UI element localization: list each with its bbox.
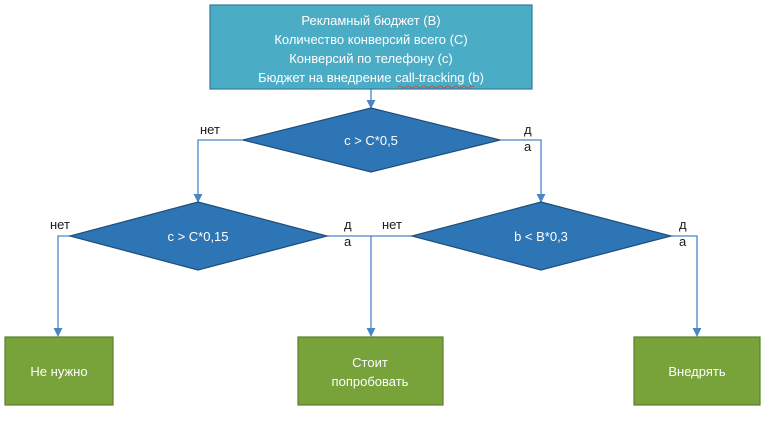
- decision-left-shape: [67, 201, 330, 271]
- decision-right-shape: [409, 201, 674, 271]
- result-not-needed-shape: [4, 336, 114, 406]
- result-not-needed: Не нужно: [4, 336, 114, 406]
- result-worth-trying-line2: попробовать: [332, 374, 409, 389]
- connector-left-yes: [327, 235, 376, 337]
- top-no-label: нет: [200, 122, 220, 137]
- spellcheck-underline: [397, 85, 475, 89]
- input-line-total-conversions: Количество конверсий всего (С): [274, 32, 467, 47]
- result-worth-trying-line1: Стоит: [352, 355, 388, 370]
- top-yes-label-line1: д: [524, 122, 532, 137]
- decision-top-shape: [242, 107, 501, 173]
- input-box-shape: [209, 4, 533, 90]
- input-line-phone-conversions: Конверсий по телефону (с): [289, 51, 453, 66]
- decision-right-condition: b < B*0,3: [514, 229, 568, 244]
- right-no-label: нет: [382, 217, 402, 232]
- result-implement: Внедрять: [633, 336, 761, 406]
- result-worth-trying: Стоит попробовать: [297, 336, 444, 406]
- result-implement-text: Внедрять: [668, 364, 725, 379]
- left-yes-label-line2: а: [344, 234, 352, 249]
- connector-top-no: [193, 139, 243, 203]
- connectors: [53, 89, 702, 337]
- input-box: Рекламный бюджет (В) Количество конверси…: [209, 4, 533, 90]
- right-yes-label-line2: а: [679, 234, 687, 249]
- decision-top-condition: c > C*0,5: [344, 133, 398, 148]
- top-yes-label-line2: а: [524, 139, 532, 154]
- left-yes-label-line1: д: [344, 217, 352, 232]
- connector-left-no: [53, 235, 70, 337]
- result-implement-shape: [633, 336, 761, 406]
- result-not-needed-text: Не нужно: [30, 364, 87, 379]
- branch-labels: нет д а нет д а нет д а: [50, 122, 687, 249]
- connector-top-yes: [500, 139, 546, 203]
- decision-left-condition: c > C*0,15: [167, 229, 228, 244]
- decision-right: b < B*0,3: [409, 201, 674, 271]
- input-line-calltracking-budget: Бюджет на внедрение call-tracking (b): [258, 70, 484, 85]
- decision-top: c > C*0,5: [242, 107, 501, 173]
- connector-right-yes: [671, 235, 702, 337]
- decision-left: c > C*0,15: [67, 201, 330, 271]
- right-yes-label-line1: д: [679, 217, 687, 232]
- input-line-ad-budget: Рекламный бюджет (В): [301, 13, 440, 28]
- result-worth-trying-shape: [297, 336, 444, 406]
- left-no-label: нет: [50, 217, 70, 232]
